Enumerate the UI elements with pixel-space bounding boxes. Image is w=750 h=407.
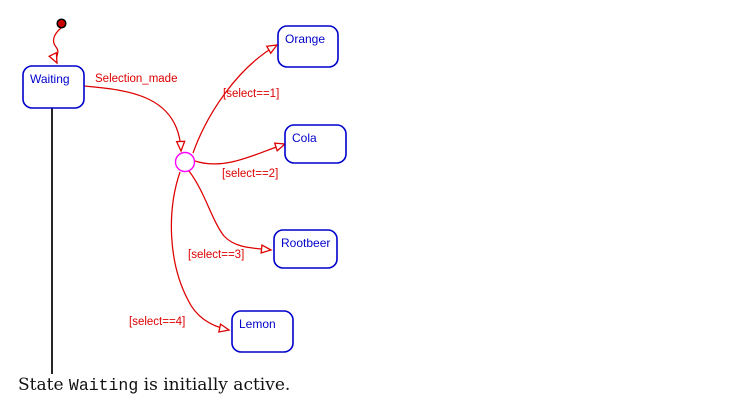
- transition-junction-to-cola[interactable]: [194, 142, 287, 165]
- state-waiting[interactable]: Waiting: [22, 65, 85, 109]
- connective-junction[interactable]: [174, 151, 196, 173]
- state-cola-box[interactable]: [284, 124, 347, 164]
- transition-waiting-to-junction[interactable]: [83, 85, 186, 153]
- transition-junction-to-lemon[interactable]: [170, 171, 231, 333]
- caption-prefix: State: [18, 375, 69, 395]
- guard-label-select-1[interactable]: [select==1]: [223, 88, 279, 100]
- state-rootbeer[interactable]: Rootbeer: [273, 229, 338, 269]
- default-transition[interactable]: [48, 27, 62, 65]
- state-waiting-label: Waiting: [30, 72, 70, 86]
- state-lemon-box[interactable]: [231, 310, 294, 353]
- transition-junction-to-rootbeer[interactable]: [188, 170, 273, 254]
- guard-label-select-4[interactable]: [select==4]: [129, 316, 185, 328]
- caption-suffix: is initially active.: [138, 375, 291, 395]
- guard-label-select-2[interactable]: [select==2]: [222, 168, 278, 180]
- caption: State Waiting is initially active.: [18, 375, 290, 395]
- state-waiting-box[interactable]: [22, 65, 85, 109]
- transition-label-selection-made[interactable]: Selection_made: [95, 73, 177, 85]
- state-cola[interactable]: Cola: [284, 124, 347, 164]
- state-orange-box[interactable]: [277, 25, 339, 68]
- state-orange-label: Orange: [285, 32, 325, 46]
- state-rootbeer-box[interactable]: [273, 229, 338, 269]
- state-orange[interactable]: Orange: [277, 25, 339, 68]
- state-lemon-label: Lemon: [239, 317, 276, 331]
- guard-label-select-3[interactable]: [select==3]: [188, 249, 244, 261]
- state-lemon[interactable]: Lemon: [231, 310, 294, 353]
- state-rootbeer-label: Rootbeer: [281, 236, 330, 250]
- caption-state-name: Waiting: [68, 376, 139, 395]
- transition-junction-to-orange[interactable]: [192, 44, 279, 154]
- state-cola-label: Cola: [292, 131, 317, 145]
- default-transition-origin-dot[interactable]: [56, 18, 67, 29]
